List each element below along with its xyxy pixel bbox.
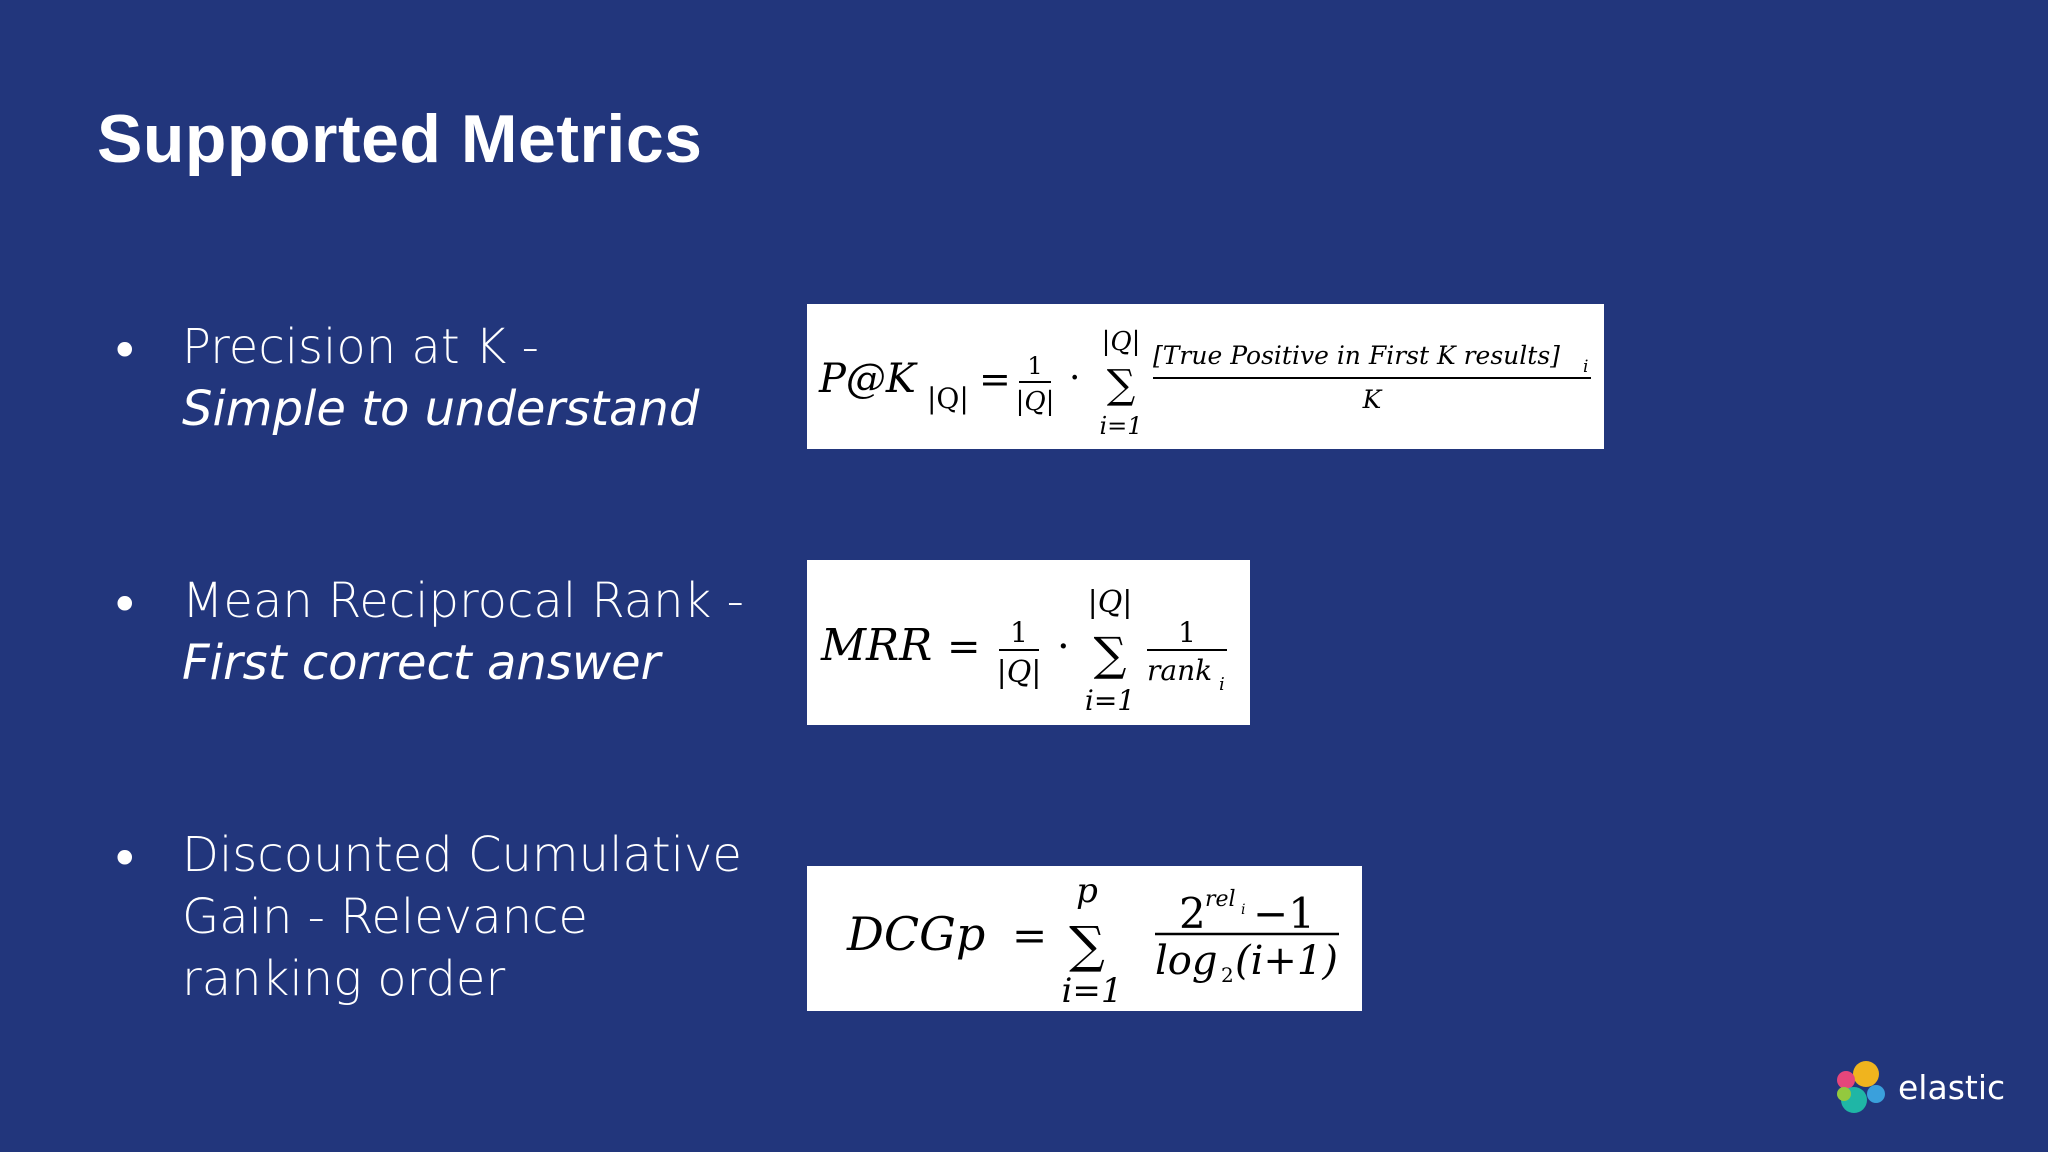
dcg-formula: DCGp = p ∑ i=1 2 rel i −1 log 2 (i+1) — [846, 871, 1339, 1011]
formula-frac1-den: |Q| — [1016, 387, 1055, 417]
metric-dcg: Discounted Cumulative Gain - Relevance r… — [182, 824, 742, 1010]
formula-frac1-num: 1 — [1010, 616, 1028, 649]
metric-description: Simple to understand — [182, 381, 700, 437]
elastic-logo-text: elastic — [1898, 1067, 2006, 1107]
elastic-logo-icon — [1837, 1061, 1885, 1113]
formula-frac2-num: 1 — [1178, 616, 1196, 649]
logo-blob-pink — [1837, 1071, 1855, 1089]
formula-frac2-num-sub: i — [1583, 357, 1588, 377]
mrr-formula: MRR = 1 |Q| · |Q| ∑ i=1 1 rank i — [820, 585, 1227, 717]
formula-lhs: P@K — [818, 356, 918, 402]
formula-num-exp: rel — [1205, 887, 1236, 912]
formula-equals: = — [947, 624, 981, 670]
formula-dot: · — [1057, 624, 1070, 670]
logo-blob-yellow — [1853, 1061, 1879, 1087]
formula-sum-lower: i=1 — [1062, 971, 1123, 1011]
formula-num-tail: −1 — [1253, 889, 1315, 938]
formula-frac2-den: rank — [1147, 654, 1212, 687]
formula-num-base: 2 — [1179, 889, 1206, 938]
formula-frac1-den: |Q| — [997, 655, 1042, 690]
sum-symbol: ∑ — [1069, 916, 1105, 974]
formula-den-log: log — [1155, 938, 1217, 984]
formula-frac2-num: [True Positive in First K results] — [1153, 341, 1560, 370]
formula-num-exp-sub: i — [1241, 902, 1245, 918]
bullet-marker: • — [110, 322, 140, 380]
metric-name-line: ranking order — [182, 951, 506, 1007]
logo-blob-blue — [1867, 1085, 1885, 1103]
elastic-logo: elastic — [1832, 1058, 2005, 1116]
formula-dot: · — [1069, 358, 1080, 399]
formula-den-log-sub: 2 — [1221, 963, 1234, 987]
formula-lhs-sub: |Q| — [927, 382, 969, 415]
slide-title: Supported Metrics — [97, 101, 703, 177]
formula-sum-upper: |Q| — [1102, 327, 1141, 357]
precision-formula-image: P@K |Q| = 1 |Q| · |Q| ∑ i=1 [True Positi… — [807, 304, 1604, 449]
formula-sum-upper: p — [1076, 871, 1098, 911]
sum-symbol: ∑ — [1094, 627, 1127, 681]
metric-mean-reciprocal-rank: Mean Reciprocal Rank - First correct ans… — [182, 570, 744, 694]
mrr-formula-image: MRR = 1 |Q| · |Q| ∑ i=1 1 rank i — [807, 560, 1250, 725]
bullet-marker: • — [110, 830, 140, 888]
formula-sum-lower: i=1 — [1099, 412, 1142, 440]
dcg-formula-image: DCGp = p ∑ i=1 2 rel i −1 log 2 (i+1) — [807, 866, 1362, 1011]
formula-sum-upper: |Q| — [1088, 585, 1133, 620]
bullet-marker: • — [110, 576, 140, 634]
formula-lhs: DCGp — [846, 907, 985, 961]
formula-equals: = — [979, 357, 1011, 401]
formula-lhs: MRR — [820, 620, 932, 671]
precision-formula: P@K |Q| = 1 |Q| · |Q| ∑ i=1 [True Positi… — [818, 327, 1591, 440]
metric-name: Precision at K - — [182, 319, 539, 375]
formula-frac2-den-sub: i — [1219, 674, 1225, 695]
formula-den-arg: (i+1) — [1235, 938, 1338, 984]
metric-name-line: Discounted Cumulative — [182, 827, 742, 883]
sum-symbol: ∑ — [1107, 362, 1136, 408]
metric-name-line: Gain - Relevance — [182, 889, 588, 945]
metric-name: Mean Reciprocal Rank - — [182, 573, 744, 629]
metric-description: First correct answer — [182, 635, 661, 691]
formula-frac2-den: K — [1362, 385, 1383, 414]
metric-precision-at-k: Precision at K - Simple to understand — [182, 316, 699, 440]
formula-equals: = — [1012, 911, 1047, 960]
logo-blob-green — [1837, 1087, 1851, 1101]
formula-frac1-num: 1 — [1027, 352, 1042, 380]
formula-sum-lower: i=1 — [1085, 684, 1135, 717]
